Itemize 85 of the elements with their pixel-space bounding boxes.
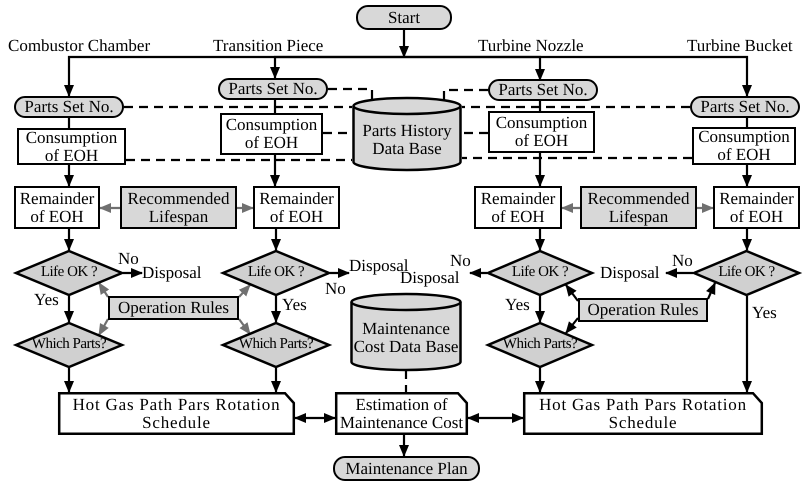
arrow [561,203,580,213]
process-box: Remainder of EOH [474,186,562,229]
arrow [64,368,74,393]
process-box: Consumption of EOH [692,127,796,165]
decision-diamond: Which Parts? [222,322,330,368]
process-box: Consumption of EOH [220,113,323,155]
decision-diamond: Which Parts? [15,322,123,368]
arrow [565,284,579,302]
arrow [98,318,109,336]
dashed-connector [404,370,408,392]
arrow [238,318,251,335]
column-heading: Combustor Chamber [8,37,150,54]
database-cylinder: Parts History Data Base [352,98,462,170]
arrow [697,203,714,213]
connector-line [746,118,748,127]
arrow [467,413,524,423]
arrow [742,165,752,187]
input-box: Recommended Lifespan [580,186,697,229]
arrow [271,368,281,393]
terminal-box: Parts Set No. [690,96,800,118]
arrow [64,229,74,251]
connector-line [274,100,276,113]
arrow [565,317,579,334]
arrow [535,296,545,323]
input-box: Recommended Lifespan [120,186,237,229]
arrow [271,296,281,323]
outcome-text: Disposal [142,262,210,284]
edge-label: No [450,252,471,269]
arrow [99,203,120,213]
input-box: Operation Rules [578,298,708,322]
arrow [64,296,74,323]
arrow [98,282,110,298]
arrow [404,56,752,97]
input-box: Operation Rules [108,296,239,320]
process-box: Consumption of EOH [17,128,126,165]
terminal-box: Parts Set No. [218,78,328,100]
column-heading: Transition Piece [213,37,324,54]
connector-line [68,118,70,128]
arrow [237,203,254,213]
arrow [271,229,281,251]
connector-line [538,101,542,111]
arrow [123,268,143,278]
column-heading: Turbine Nozzle [478,37,584,54]
decision-diamond: Life OK ? [693,250,800,296]
dashed-connector [462,106,690,108]
dashed-connector [462,132,488,134]
arrow [64,165,74,187]
edge-label: Yes [752,304,777,321]
dashed-connector [126,158,352,162]
schedule-box: Hot Gas Path Pars Rotation Schedule [523,392,763,435]
process-box: Remainder of EOH [253,186,340,229]
arrow [270,155,280,187]
process-box: Remainder of EOH [14,186,100,229]
column-heading: Turbine Bucket [687,37,793,54]
arrow [535,368,545,393]
arrow [742,296,752,393]
arrow [469,268,487,278]
terminal-box: Parts Set No. [14,96,124,118]
process-box: Consumption of EOH [488,111,595,153]
dashed-connector [124,106,352,108]
decision-diamond: Which Parts? [487,322,593,368]
schedule-box: Hot Gas Path Pars Rotation Schedule [58,392,295,435]
arrow [238,284,251,298]
terminal-box: Start [356,5,452,30]
dashed-connector [462,156,692,160]
terminal-box: Maintenance Plan [333,456,480,481]
schedule-box: Estimation of Maintenance Cost [335,392,468,435]
arrow [330,268,350,278]
arrow [535,153,545,187]
database-cylinder: Maintenance Cost Data Base [350,294,462,370]
decision-diamond: Life OK ? [487,250,593,296]
arrow [742,229,752,251]
arrow [535,229,545,251]
edge-label: Yes [505,296,530,313]
outcome-text: Disposal [600,262,666,284]
arrow [399,435,409,457]
terminal-box: Parts Set No. [488,79,598,101]
arrow [706,282,716,300]
process-box: Remainder of EOH [713,186,800,229]
edge-label: No [672,252,693,269]
arrow [270,56,404,79]
arrow [399,30,409,58]
arrow [665,268,693,278]
arrow [294,413,336,423]
edge-label: Yes [282,296,307,313]
